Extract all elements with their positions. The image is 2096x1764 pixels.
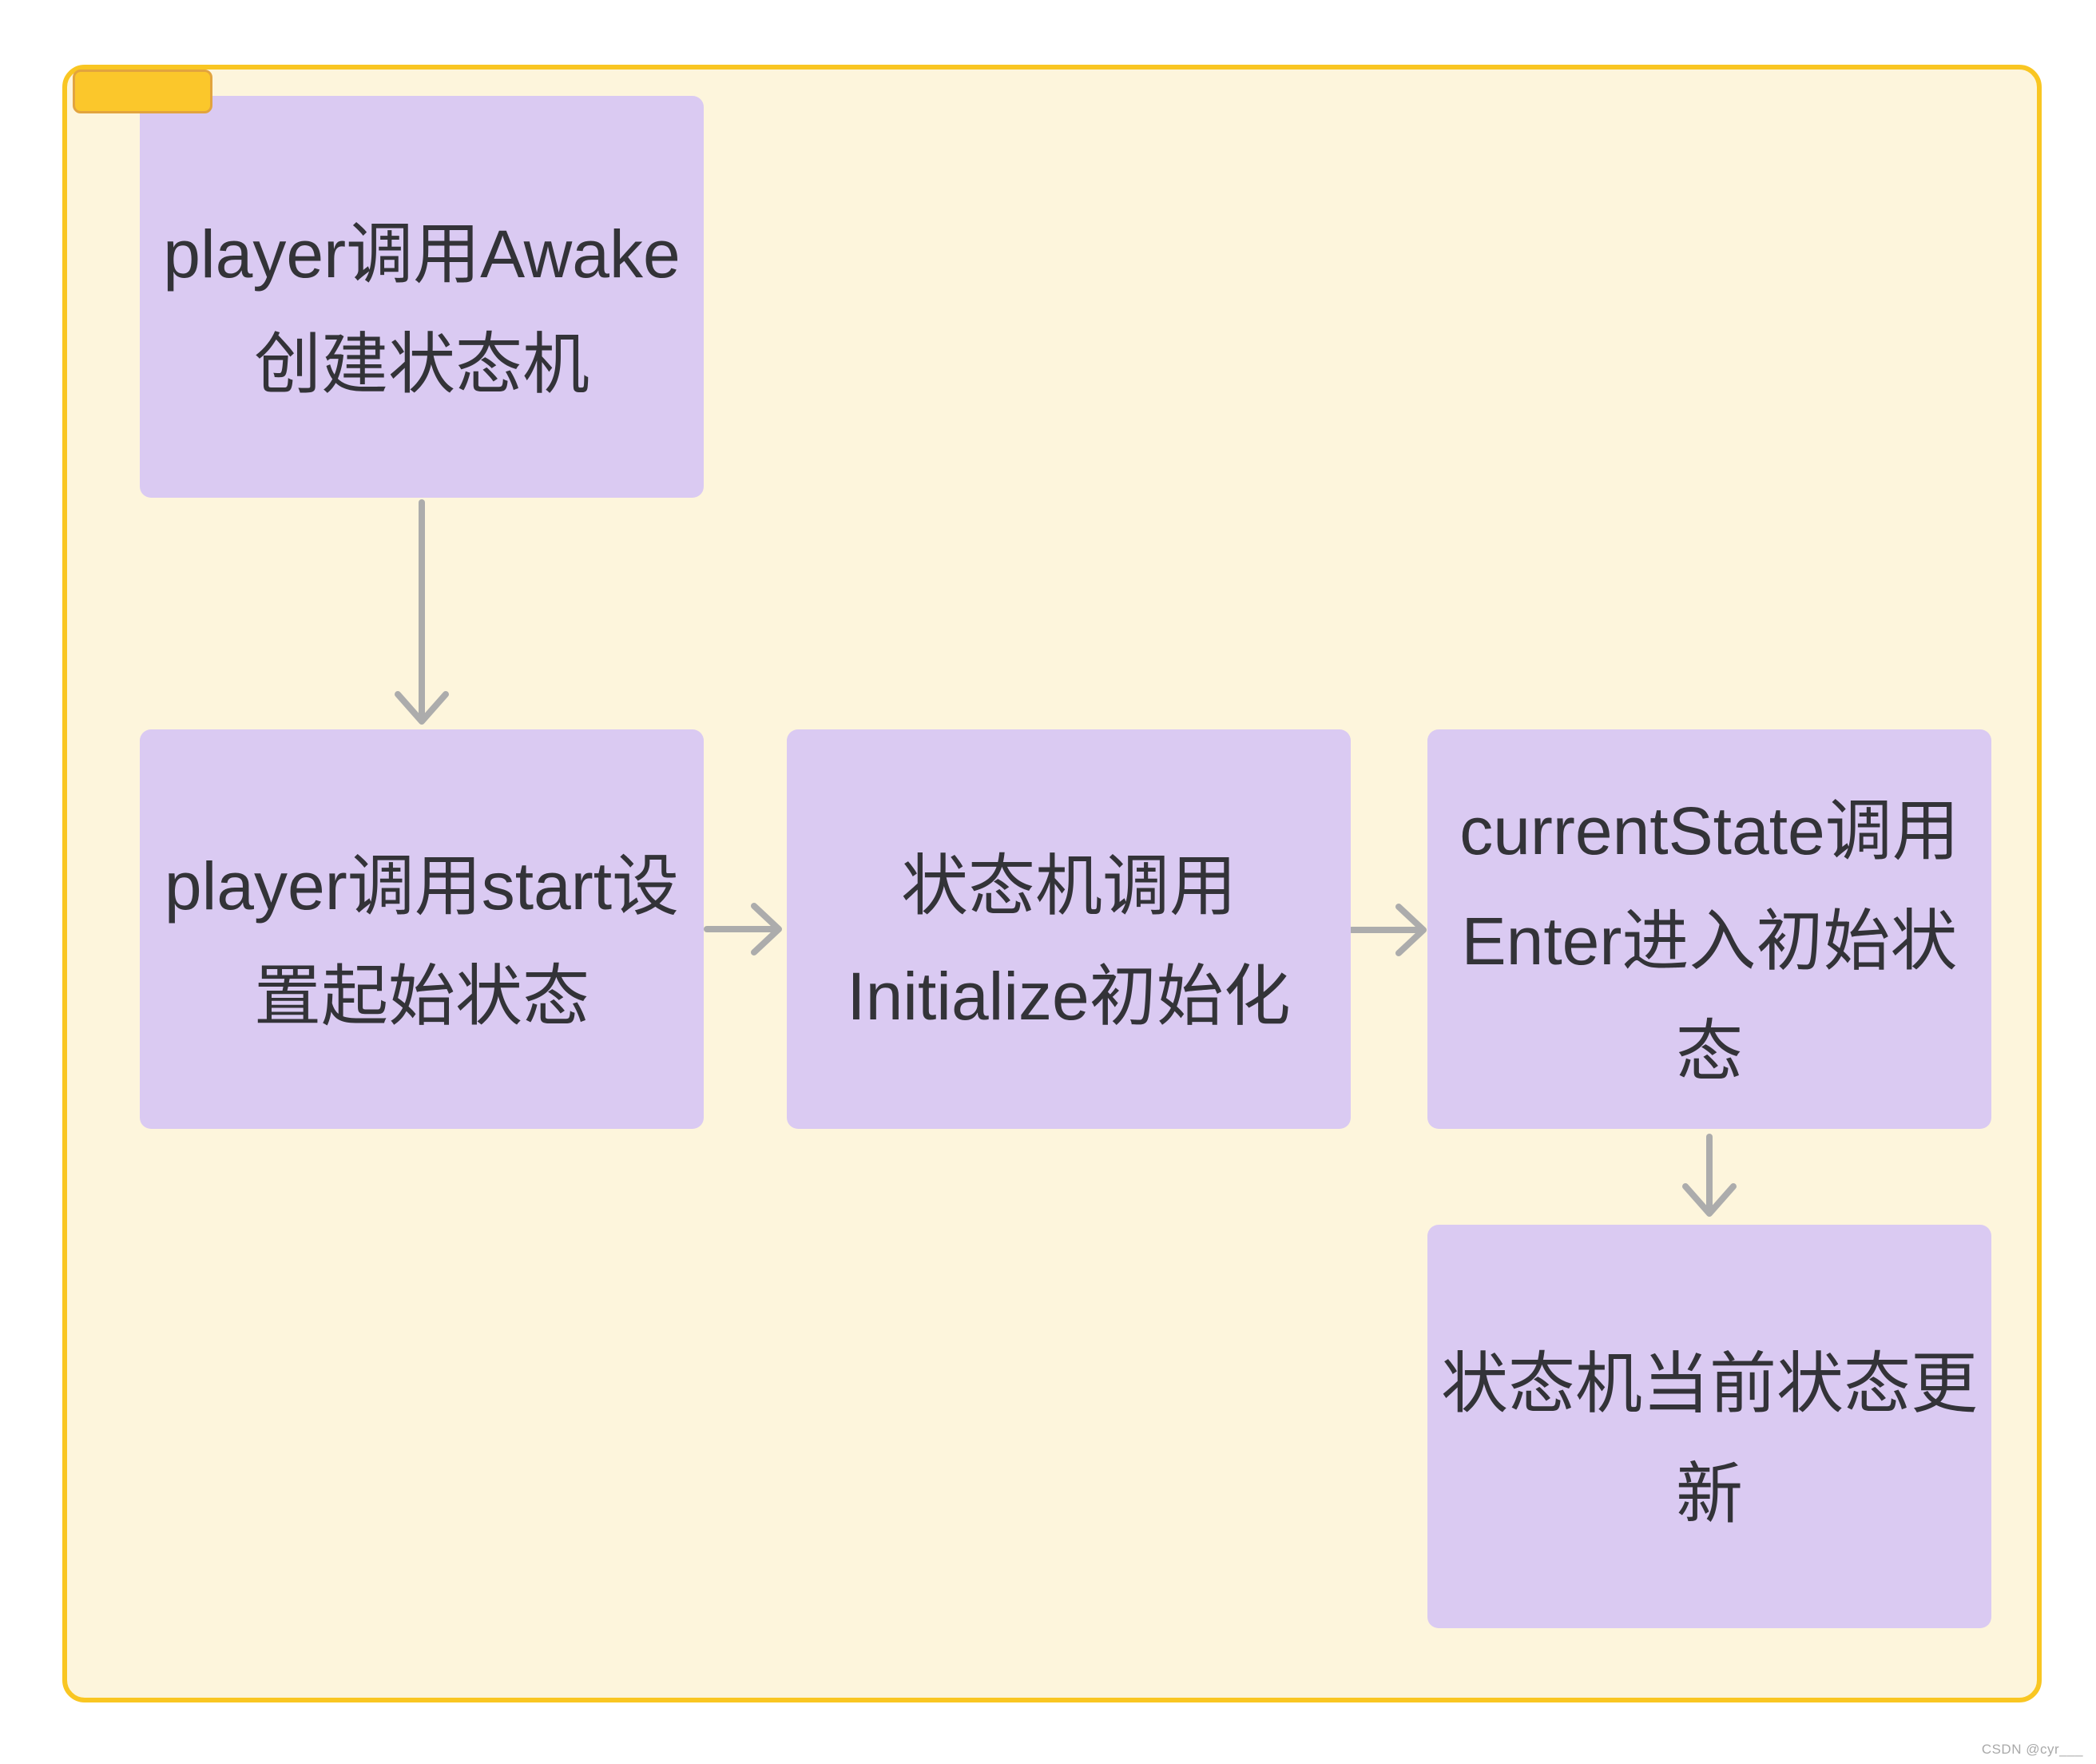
flow-node-enter[interactable]: currentState调用 Enter进入初始状 态 xyxy=(1427,729,1991,1129)
flow-node-initialize[interactable]: 状态机调用 Initialize初始化 xyxy=(787,729,1351,1129)
flow-node-enter-label: currentState调用 Enter进入初始状 态 xyxy=(1459,793,1959,1089)
flow-node-awake-label: player调用Awake 创建状态机 xyxy=(163,216,681,402)
canvas-corner-tab[interactable] xyxy=(73,70,212,113)
watermark: CSDN @cyr___ xyxy=(1981,1742,2083,1757)
arrow-down-icon xyxy=(395,499,449,725)
arrow-down-icon xyxy=(1682,1134,1737,1217)
flow-node-start[interactable]: player调用start设 置起始状态 xyxy=(140,729,704,1129)
arrow-right-icon xyxy=(704,903,782,956)
flow-node-update-label: 状态机当前状态更 新 xyxy=(1440,1345,1978,1532)
arrow-right-icon xyxy=(1348,904,1427,956)
flow-node-update[interactable]: 状态机当前状态更 新 xyxy=(1427,1225,1991,1628)
flow-node-awake[interactable]: player调用Awake 创建状态机 xyxy=(140,96,704,498)
flow-node-initialize-label: 状态机调用 Initialize初始化 xyxy=(847,848,1291,1034)
flow-node-start-label: player调用start设 置起始状态 xyxy=(164,848,680,1034)
